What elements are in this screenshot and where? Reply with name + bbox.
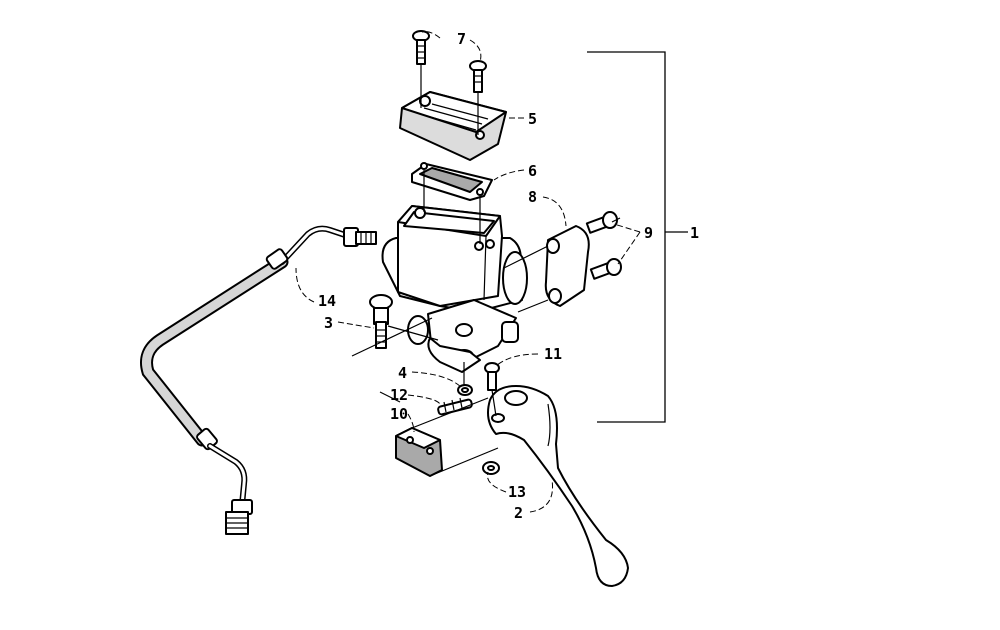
- callout-7: 7: [457, 30, 466, 48]
- assembly-lines: [351, 64, 621, 477]
- pivot-pin: [484, 362, 500, 391]
- callout-11: 11: [544, 345, 562, 363]
- callout-12: 12: [390, 386, 408, 404]
- callouts: 1 2 3 4 5 6 7 8 9 10 11 12 13 14: [318, 30, 699, 522]
- handlebar-clamp: [544, 225, 590, 307]
- callout-14: 14: [318, 292, 336, 310]
- callout-6: 6: [528, 162, 537, 180]
- brake-lever: [487, 385, 629, 587]
- callout-13: 13: [508, 483, 526, 501]
- reservoir-cover: [399, 91, 507, 161]
- circlip: [482, 461, 500, 475]
- callout-1: 1: [690, 224, 699, 242]
- washer: [457, 384, 473, 396]
- callout-8: 8: [528, 188, 537, 206]
- brake-hose: [140, 225, 377, 535]
- callout-10: 10: [390, 405, 408, 423]
- callout-4: 4: [398, 364, 407, 382]
- callout-5: 5: [528, 110, 537, 128]
- callout-2: 2: [514, 504, 523, 522]
- mounting-bolt: [369, 294, 393, 349]
- lever-block: [395, 427, 443, 477]
- callout-3: 3: [324, 314, 333, 332]
- master-cylinder-body: [381, 205, 528, 373]
- leader-lines: [295, 31, 641, 513]
- callout-9: 9: [644, 224, 653, 242]
- assembly-bracket: [587, 51, 688, 423]
- diaphragm: [411, 162, 493, 201]
- clamp-bolts: [585, 211, 622, 280]
- cover-screws: [412, 30, 487, 93]
